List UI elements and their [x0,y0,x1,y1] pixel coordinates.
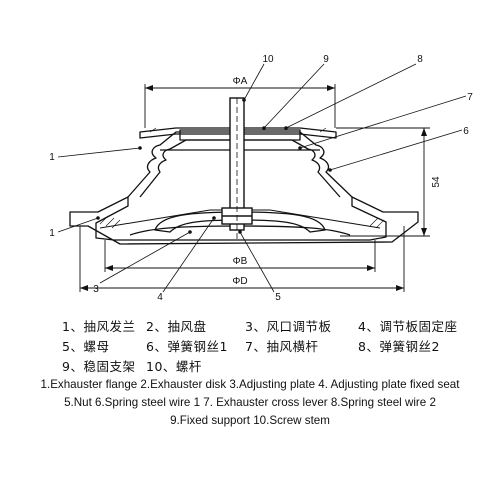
dim-label-d: ΦD [232,276,247,287]
legend-cn-item: 5、螺母 [62,339,110,354]
legend-cn-row: 5、螺母 6、弹簧钢丝1 7、抽风横杆 8、弹簧钢丝2 [0,336,500,356]
section-hatching [99,127,385,229]
legend-english: 1.Exhauster flange 2.Exhauster disk 3.Ad… [0,376,500,430]
callout-7: 7 [467,92,473,103]
callout-6: 6 [463,126,469,137]
legend-cn-item: 4、调节板固定座 [358,319,458,334]
legend-cn-item: 7、抽风横杆 [245,339,319,354]
legend-cn-item: 10、螺杆 [146,359,202,374]
callout-8: 8 [417,54,423,65]
screw-stem [221,97,253,240]
callout-1-bottom: 1 [49,228,55,239]
leader-lines [57,63,467,293]
callout-3: 3 [93,284,99,295]
legend-en-line: 1.Exhauster flange 2.Exhauster disk 3.Ad… [40,378,460,391]
leader-arrows [96,98,332,234]
callout-10: 10 [262,54,274,65]
legend-cn-item: 1、抽风发兰 [62,319,136,334]
legend-cn-item: 8、弹簧钢丝2 [358,339,440,354]
legend-en-line: 5.Nut 6.Spring steel wire 1 7. Exhauster… [64,396,436,409]
legend-en-line: 9.Fixed support 10.Screw stem [170,414,330,427]
legend-cn-item: 3、风口调节板 [245,319,332,334]
legend-chinese: 1、抽风发兰 2、抽风盘 3、风口调节板 4、调节板固定座 5、螺母 6、弹簧钢… [0,316,500,376]
dim-label-height: 54 [431,176,442,188]
dimension-arrows [80,85,427,291]
dim-label-b: ΦB [233,256,248,267]
callout-5: 5 [275,292,281,303]
callout-9: 9 [323,54,329,65]
dimension-lines [79,84,430,292]
legend-cn-item: 6、弹簧钢丝1 [146,339,228,354]
dim-label-a: ΦA [233,76,248,87]
legend-cn-row: 9、稳固支架 10、螺杆 [0,356,500,376]
legend-cn-row: 1、抽风发兰 2、抽风盘 3、风口调节板 4、调节板固定座 [0,316,500,336]
legend-cn-item: 2、抽风盘 [146,319,207,334]
legend-cn-item: 9、稳固支架 [62,359,136,374]
callout-1-top: 1 [49,152,55,163]
exhaust-valve-diagram: ΦA ΦB ΦD 54 1 1 3 4 5 6 7 8 9 10 [49,54,473,303]
callout-4: 4 [157,292,163,303]
